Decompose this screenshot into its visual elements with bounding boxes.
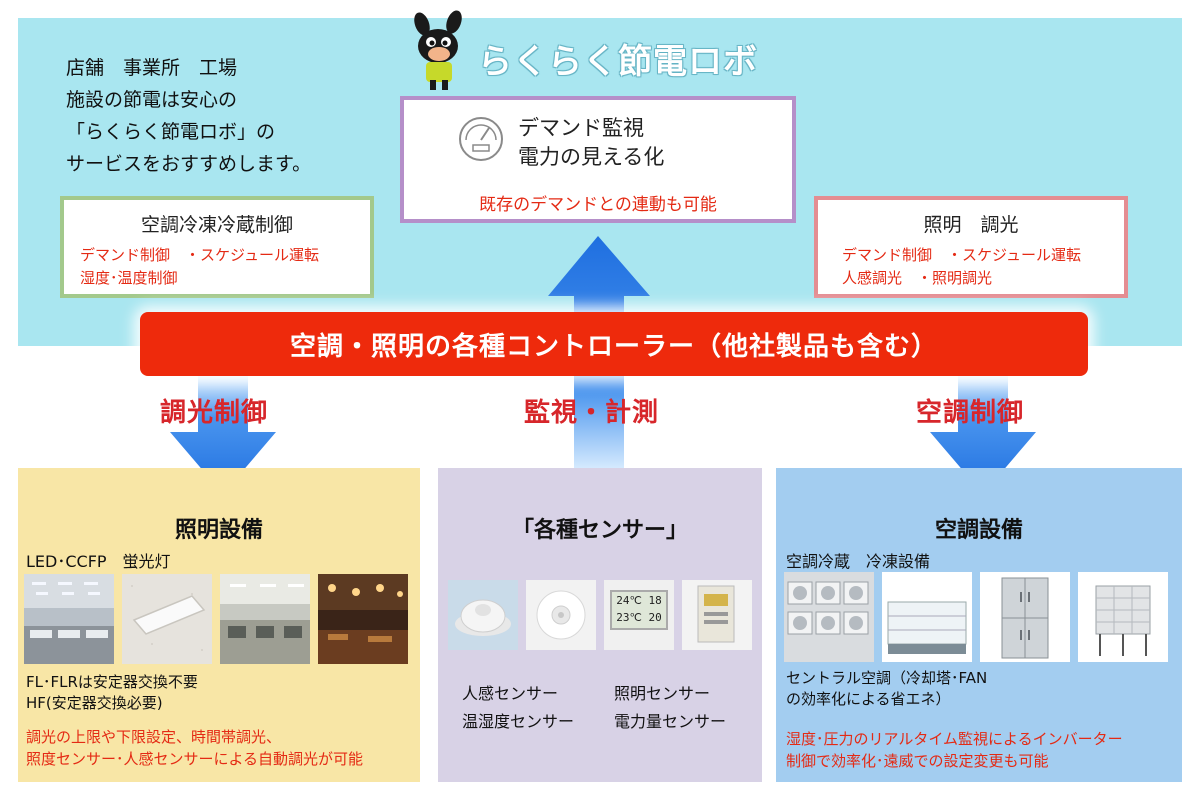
lighting-control-details: デマンド制御 ・スケジュール運転 人感調光 ・照明調光: [842, 244, 1081, 290]
office-space-photo: [220, 574, 310, 664]
controller-label: 空調・照明の各種コントローラー（他社製品も含む）: [289, 332, 938, 362]
monitoring-title-line2: 電力の見える化: [518, 145, 665, 169]
ac-panel-subtitle: 空調冷蔵 冷凍設備: [786, 552, 931, 571]
gauge-icon: [459, 117, 503, 161]
lighting-control-title: 照明 調光: [923, 214, 1019, 236]
light-sensor-photo: [526, 580, 596, 650]
arrow-label-left: 調光制御: [160, 398, 269, 428]
lighting-feature-line: 調光の上限や下限設定、時間帯調光、: [26, 728, 282, 746]
office-lighting-photo: [24, 574, 114, 664]
arrow-label-right: 空調制御: [916, 398, 1025, 428]
ac-panel: 空調設備 空調冷蔵 冷凍設備 セントラル空調（冷却塔･FAN の効率化による省エ…: [776, 468, 1182, 782]
refrigerator-photo: [980, 572, 1070, 662]
arrow-down-icon: [930, 376, 1036, 494]
thermo-hygrometer-photo: 24℃ 18 23℃ 20: [604, 580, 674, 650]
showcase-freezer-photo: [882, 572, 972, 662]
lighting-control-box: 照明 調光 デマンド制御 ・スケジュール運転 人感調光 ・照明調光: [814, 196, 1128, 298]
mascot-icon: [414, 10, 462, 90]
lighting-feature-line: 照度センサー･人感センサーによる自動調光が可能: [26, 750, 364, 768]
controller-bar: 空調・照明の各種コントローラー（他社製品も含む）: [140, 312, 1088, 376]
meter-reading-1: 24℃ 18: [616, 594, 662, 607]
intro-line: 施設の節電は安心の: [66, 89, 238, 111]
ac-panel-notes: セントラル空調（冷却塔･FAN の効率化による省エネ）: [786, 668, 987, 710]
monitoring-title: デマンド監視 電力の見える化: [518, 114, 664, 172]
intro-line: 店舗 事業所 工場: [66, 57, 238, 79]
brand-title: らくらく節電ロボ: [478, 42, 758, 82]
lighting-panel-notes: FL･FLRは安定器交換不要 HF(安定器交換必要): [26, 672, 198, 714]
ac-control-line: 湿度･温度制御: [80, 269, 178, 287]
sensor-panel-title: 「各種センサー」: [511, 518, 688, 543]
sensor-panel: 「各種センサー」 24℃ 18 23℃ 20 人感センサー 照明センサー 温湿度…: [438, 468, 762, 782]
meter-reading-2: 23℃ 20: [616, 611, 662, 624]
sensor-label: 温湿度センサー: [462, 712, 575, 731]
restaurant-lighting-photo: [318, 574, 408, 664]
ac-panel-title: 空調設備: [934, 518, 1023, 543]
sensor-label: 人感センサー: [462, 684, 559, 703]
ac-control-title: 空調冷凍冷蔵制御: [140, 214, 293, 236]
arrow-down-icon: [170, 376, 276, 494]
arrow-label-center: 監視・計測: [524, 398, 660, 428]
ac-feature-line: 湿度･圧力のリアルタイム監視によるインバーター: [786, 730, 1123, 748]
ac-panel-features: 湿度･圧力のリアルタイム監視によるインバーター 制御で効率化･遠威での設定変更も…: [786, 728, 1123, 772]
ac-feature-line: 制御で効率化･遠威での設定変更も可能: [786, 752, 1049, 770]
lighting-note-line: FL･FLRは安定器交換不要: [26, 673, 198, 691]
sensor-label: 照明センサー: [614, 684, 711, 703]
intro-line: 「らくらく節電ロボ」の: [66, 121, 276, 143]
ac-control-box: 空調冷凍冷蔵制御 デマンド制御 ・スケジュール運転 湿度･温度制御: [60, 196, 374, 298]
monitoring-box: デマンド監視 電力の見える化 既存のデマンドとの連動も可能: [400, 96, 796, 223]
outdoor-ac-units-photo: [784, 572, 874, 662]
lighting-control-line: デマンド制御 ・スケジュール運転: [842, 246, 1081, 264]
ac-control-details: デマンド制御 ・スケジュール運転 湿度･温度制御: [80, 244, 319, 290]
intro-line: サービスをおすすめします。: [66, 153, 312, 175]
ac-control-line: デマンド制御 ・スケジュール運転: [80, 246, 319, 264]
lighting-panel-features: 調光の上限や下限設定、時間帯調光、 照度センサー･人感センサーによる自動調光が可…: [26, 726, 363, 770]
lighting-control-line: 人感調光 ・照明調光: [842, 269, 993, 287]
ac-note-line: の効率化による省エネ）: [786, 690, 951, 708]
monitoring-title-line1: デマンド監視: [518, 116, 644, 140]
sensor-label: 電力量センサー: [614, 712, 727, 731]
monitoring-note: 既存のデマンドとの連動も可能: [479, 195, 717, 215]
motion-sensor-photo: [448, 580, 518, 650]
lighting-panel-subtitle: LED･CCFP 蛍光灯: [26, 552, 171, 571]
lighting-note-line: HF(安定器交換必要): [26, 694, 163, 712]
ceiling-light-photo: [122, 574, 212, 664]
intro-text: 店舗 事業所 工場 施設の節電は安心の 「らくらく節電ロボ」の サービスをおすす…: [66, 52, 386, 180]
power-meter-photo: [682, 580, 752, 650]
ac-note-line: セントラル空調（冷却塔･FAN: [786, 669, 988, 687]
lighting-panel: 照明設備 LED･CCFP 蛍光灯 FL･FLRは安定器交換不要 HF(安定器交…: [18, 468, 420, 782]
cooling-tower-photo: [1078, 572, 1168, 662]
lighting-panel-title: 照明設備: [174, 518, 263, 543]
